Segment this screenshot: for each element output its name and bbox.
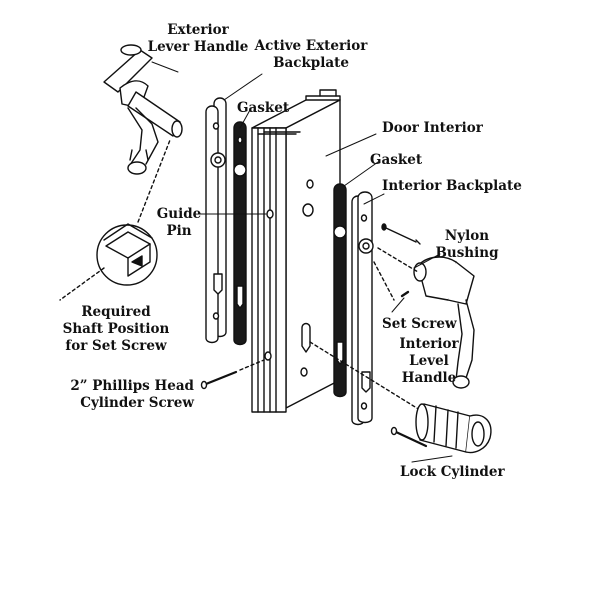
shaft-detail-drawing [59,139,171,301]
label-active-exterior-backplate: Active Exterior Backplate [254,38,368,71]
right-gasket-drawing [333,183,347,398]
label-phillips-head-cylinder-screw: 2” Phillips Head Cylinder Screw [70,378,194,411]
lock-cylinder-drawing [415,403,492,454]
leader-lines [151,61,453,463]
label-door-interior: Door Interior [382,120,483,136]
label-gasket-left: Gasket [237,100,290,116]
label-required-shaft-position: Required Shaft Position for Set Screw [62,304,170,354]
label-lock-cylinder: Lock Cylinder [400,464,505,480]
label-interior-lever-handle: Interior Level Handle [399,336,459,386]
label-nylon-bushing: Nylon Bushing [435,228,499,261]
label-set-screw: Set Screw [382,316,457,332]
label-guide-pin: Guide Pin [156,206,202,239]
label-exterior-lever-handle: Exterior Lever Handle [147,22,249,55]
exterior-lever-handle-drawing [103,44,183,175]
door-body-drawing [251,89,341,413]
label-gasket-right: Gasket [370,152,423,168]
exterior-backplate-drawing [205,97,227,344]
interior-lever-handle-drawing [377,247,475,389]
left-gasket-drawing [233,121,247,346]
label-interior-backplate: Interior Backplate [382,178,522,194]
interior-backplate-drawing [351,191,374,426]
screws-drawing [200,223,428,448]
